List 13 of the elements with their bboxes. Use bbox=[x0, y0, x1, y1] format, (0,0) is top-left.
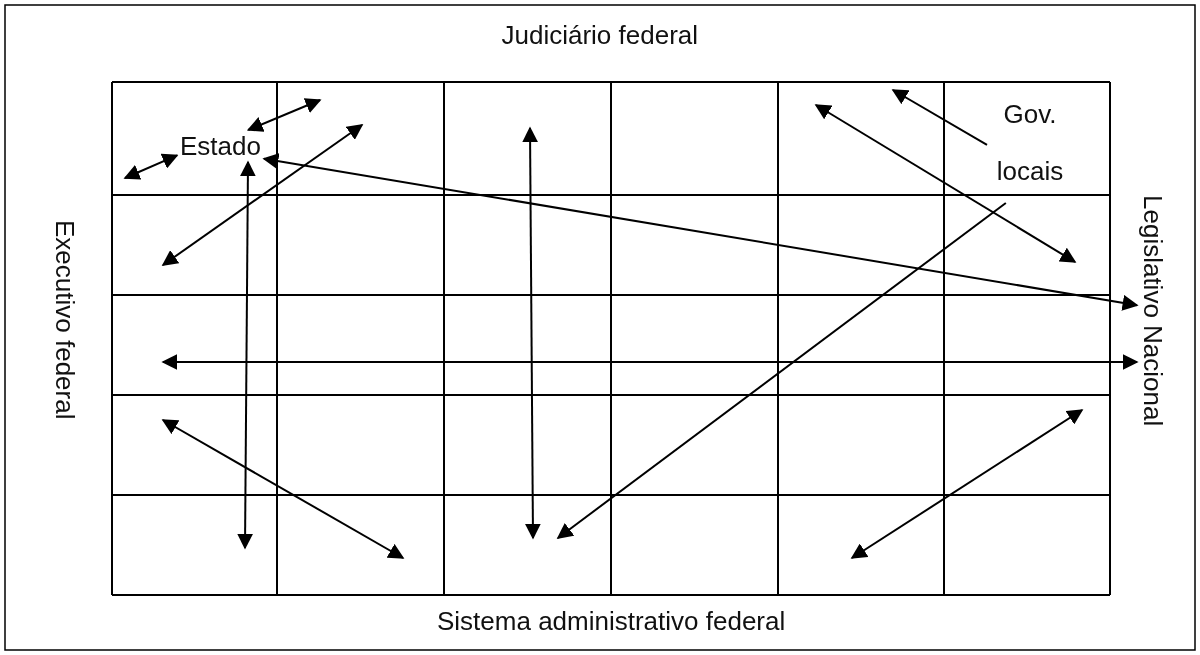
axis-label: Sistema administrativo federal bbox=[437, 608, 786, 634]
actor-label: Legislativo Nacional bbox=[1140, 195, 1166, 427]
arrow bbox=[556, 202, 1007, 539]
arrow bbox=[262, 153, 1139, 311]
arrow bbox=[237, 160, 256, 550]
arrow bbox=[891, 89, 988, 146]
actor-label: Gov. locais bbox=[990, 86, 1070, 201]
arrow bbox=[161, 354, 1139, 370]
arrow bbox=[246, 98, 322, 132]
axis-label: Judiciário federal bbox=[501, 22, 699, 48]
actor-label: Estado bbox=[180, 133, 261, 159]
axis-label: Executivo federal bbox=[52, 220, 78, 420]
arrow bbox=[123, 153, 179, 180]
